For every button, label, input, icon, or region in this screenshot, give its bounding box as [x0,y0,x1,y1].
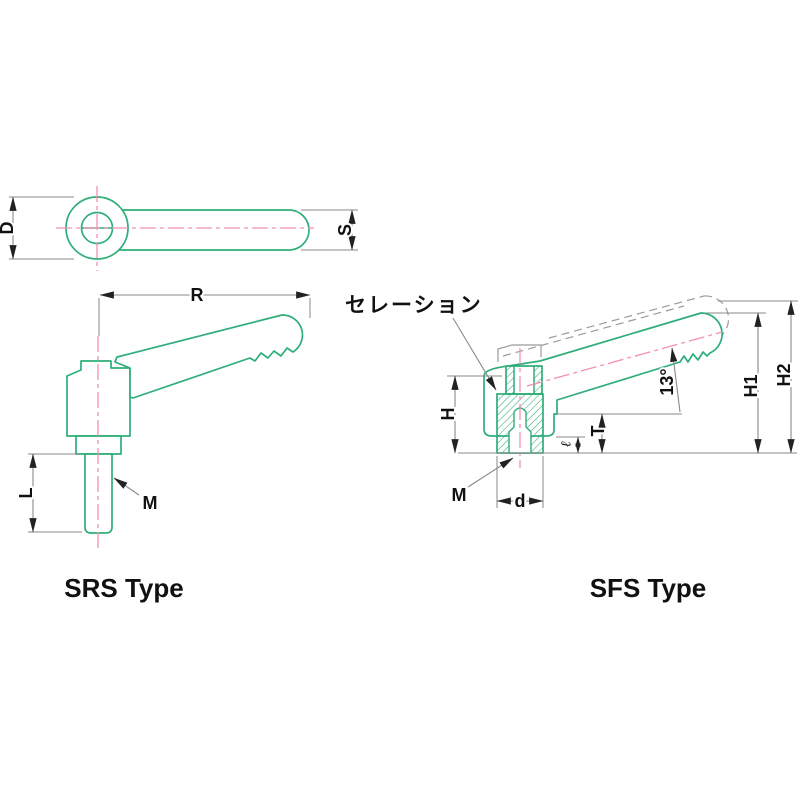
srs-handle [114,314,304,399]
top-view: D S [0,186,358,271]
dimension-R: R [98,283,311,336]
dimension-D: D [0,196,74,260]
srs-side-view: R L M SRS Type [14,283,311,603]
sfs-alt-position-handle-upper [548,295,705,339]
dimension-T: T [586,413,610,454]
dimension-H-label: H [438,408,458,421]
annotation-serration: セレーション [345,293,497,391]
dimension-M-srs: M [113,477,160,515]
dimension-D-label: D [0,222,17,235]
dimension-M-sfs: M [450,457,514,507]
sfs-section-view: セレーション H T ℓ 13° H1 [345,293,798,603]
dimension-L: L [14,453,82,533]
sfs-nut-cap-hatch-left [506,366,514,394]
sfs-alt-position-boss-outline [497,344,542,362]
sfs-centerline-axis [526,331,723,387]
sfs-threaded-hole [508,407,532,454]
dimension-angle: 13° [655,347,681,413]
dimension-T-label: T [588,426,608,437]
dimension-angle-leader [670,347,681,413]
dimension-d: d [496,456,544,513]
sfs-alt-position-handle-lower [502,305,685,357]
dimension-M-sfs-label: M [452,485,467,505]
dimension-d-label: d [515,491,526,511]
dimension-protrusion-label: ℓ [560,441,575,447]
dimension-H: H [436,375,502,454]
dimension-M-srs-leader [113,477,140,496]
top-view-handle-outline [118,209,310,251]
dimension-M-sfs-leader [467,457,514,488]
serration-label: セレーション [345,293,483,317]
dimension-L-label: L [16,488,36,499]
dimension-S: S [301,209,358,251]
dimension-H1-label: H1 [741,374,761,397]
dimension-S-label: S [335,224,355,236]
dimension-H2-label: H2 [774,363,794,386]
dimension-H1: H1 [706,312,766,454]
dimension-R-label: R [191,285,204,305]
sfs-alt-position-tip [703,295,730,347]
dimension-angle-label: 13° [657,368,677,395]
dimension-H2: H2 [718,300,798,454]
dimension-M-srs-label: M [143,493,158,513]
sfs-nut-cap-hatch-right [534,366,542,394]
serration-leader [452,317,497,391]
dimension-nut-protrusion: ℓ [556,436,585,454]
srs-stud [84,453,113,534]
srs-caption: SRS Type [64,573,183,603]
sfs-caption: SFS Type [590,573,707,603]
